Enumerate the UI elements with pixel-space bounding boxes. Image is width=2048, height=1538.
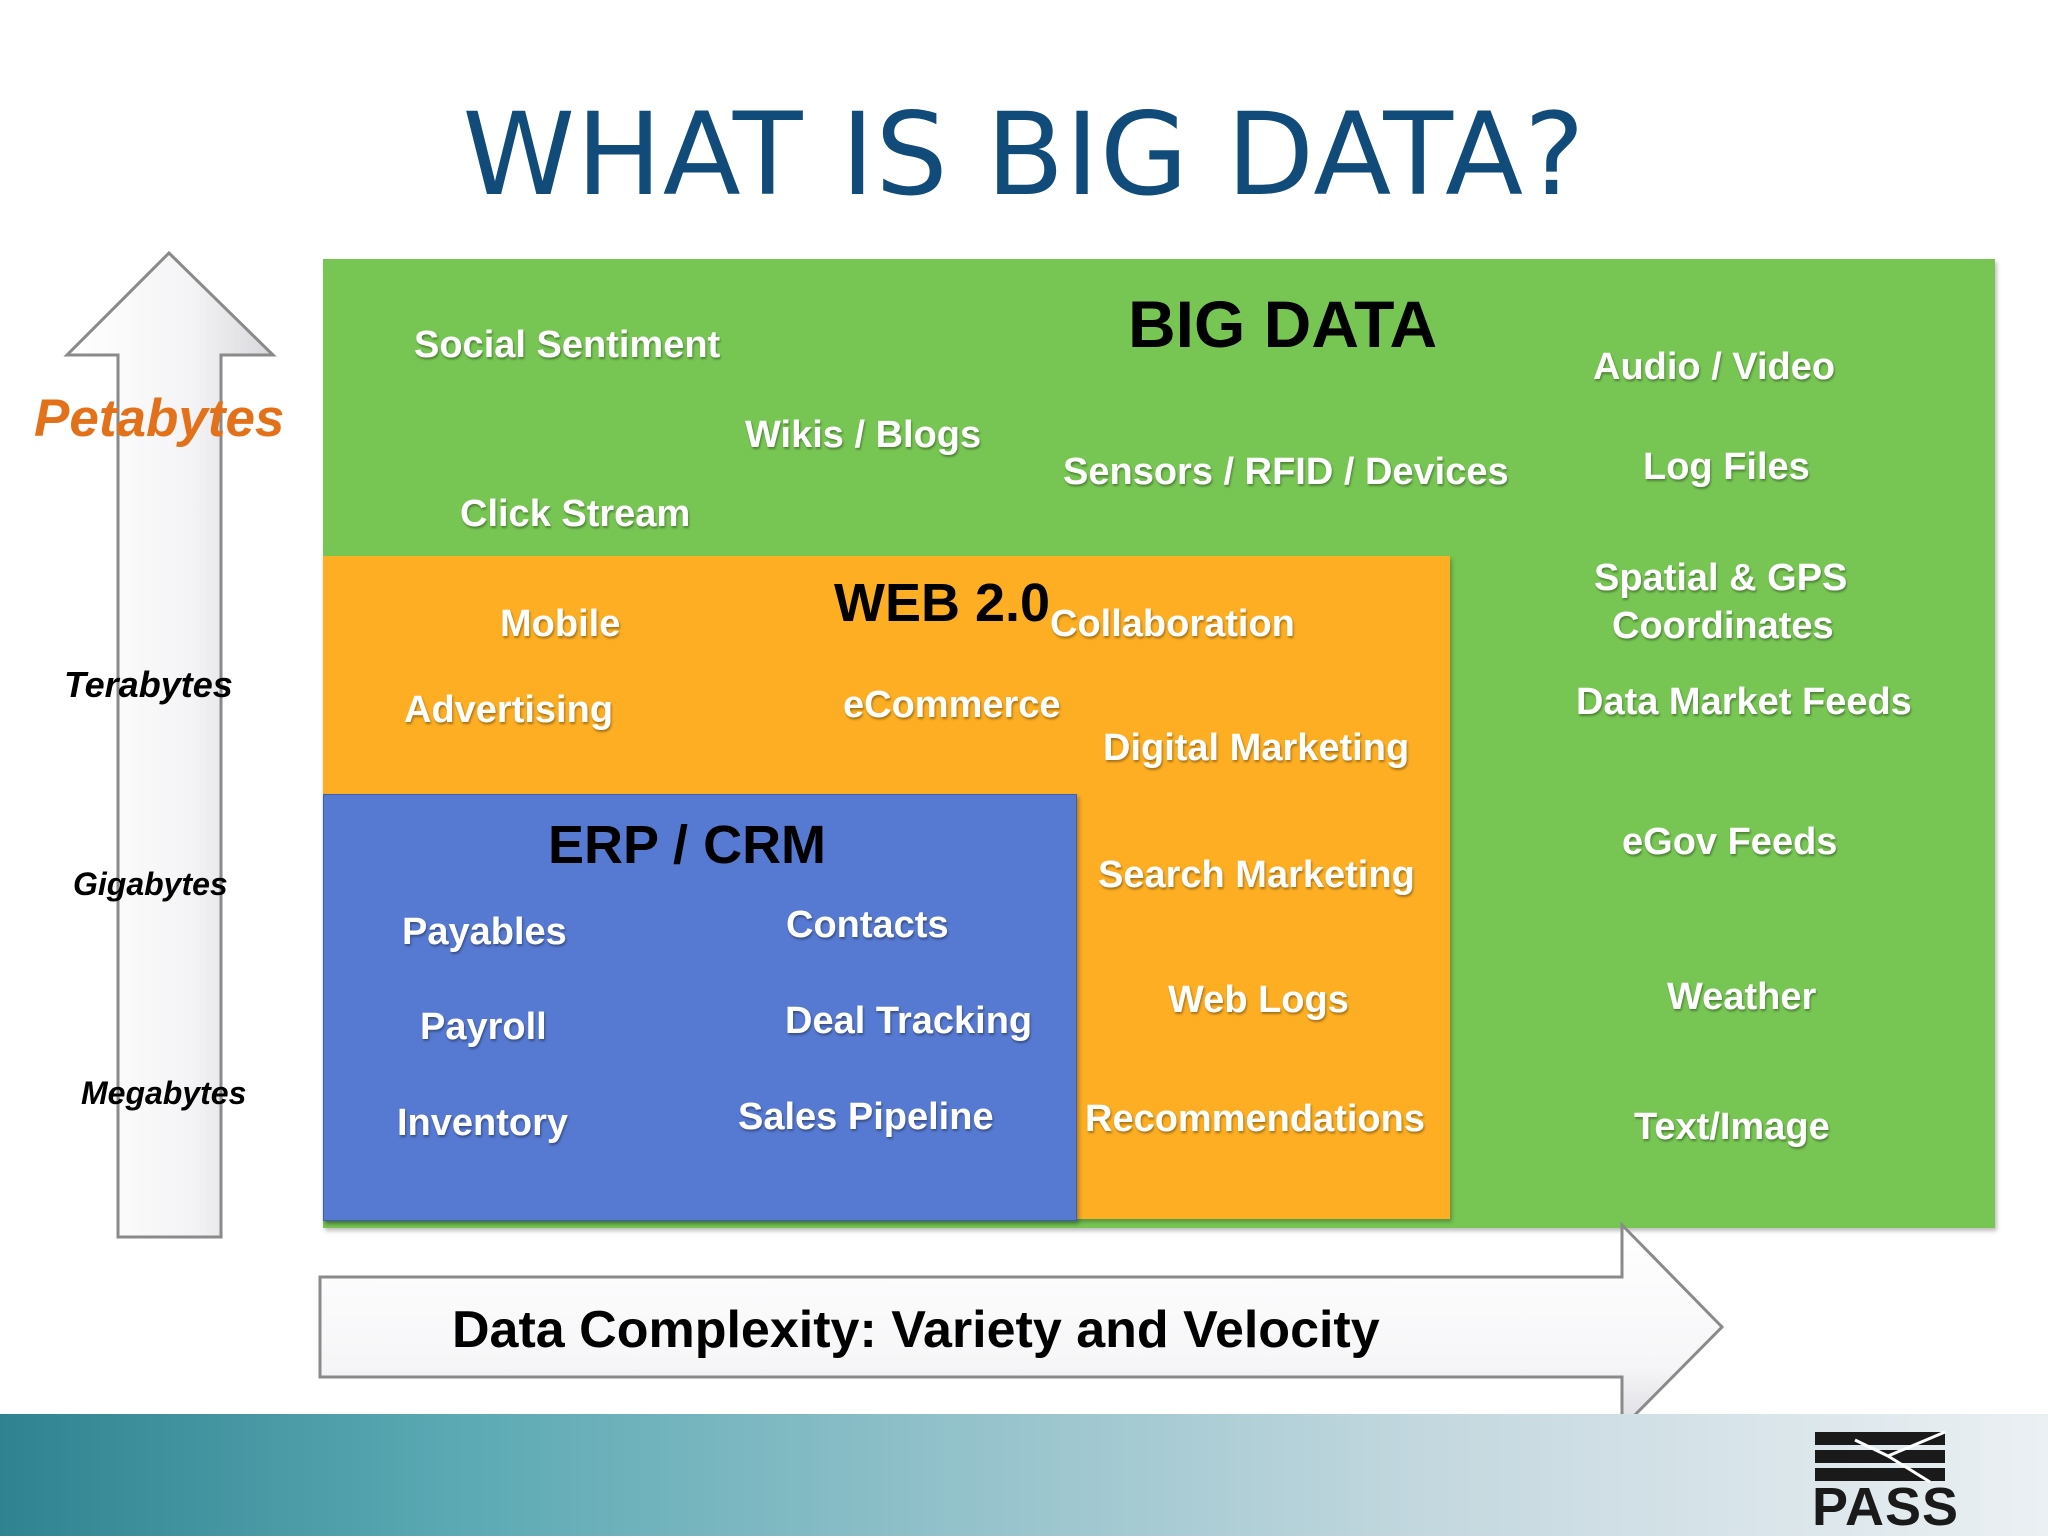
big-data-item-text-image: Text/Image	[1634, 1106, 1830, 1148]
big-data-item-log-files: Log Files	[1643, 446, 1810, 488]
web20-item-search-marketing: Search Marketing	[1098, 854, 1415, 896]
erp-item-sales-pipeline: Sales Pipeline	[738, 1096, 994, 1138]
erp-crm-heading: ERP / CRM	[548, 815, 827, 875]
erp-item-deal-tracking: Deal Tracking	[785, 1000, 1033, 1042]
big-data-item-wikis-blogs: Wikis / Blogs	[745, 414, 982, 456]
big-data-item-spatial-gps: Spatial & GPS	[1594, 557, 1848, 599]
web20-item-digital-marketing: Digital Marketing	[1103, 727, 1410, 769]
web20-item-web-logs: Web Logs	[1168, 979, 1349, 1021]
erp-item-payroll: Payroll	[420, 1006, 547, 1048]
scale-gigabytes: Gigabytes	[73, 866, 228, 902]
scale-megabytes: Megabytes	[81, 1075, 247, 1111]
big-data-item-sensors: Sensors / RFID / Devices	[1063, 451, 1509, 493]
web20-item-advertising: Advertising	[404, 689, 614, 731]
complexity-axis-label: Data Complexity: Variety and Velocity	[452, 1301, 1380, 1359]
big-data-item-audio-video: Audio / Video	[1593, 346, 1836, 388]
web20-item-collaboration: Collaboration	[1050, 603, 1295, 645]
erp-item-payables: Payables	[402, 911, 567, 953]
big-data-item-click-stream: Click Stream	[460, 493, 691, 535]
volume-arrow	[63, 250, 277, 1239]
web20-item-mobile: Mobile	[500, 603, 621, 645]
big-data-item-egov-feeds: eGov Feeds	[1622, 821, 1838, 863]
web20-item-recommendations: Recommendations	[1085, 1098, 1425, 1140]
web20-heading: WEB 2.0	[834, 573, 1051, 633]
scale-terabytes: Terabytes	[64, 664, 233, 705]
complexity-arrow	[318, 1221, 1725, 1432]
web20-item-ecommerce: eCommerce	[843, 684, 1061, 726]
big-data-item-weather: Weather	[1667, 976, 1817, 1018]
erp-item-inventory: Inventory	[397, 1102, 569, 1144]
big-data-heading: BIG DATA	[1128, 287, 1438, 361]
big-data-item-coordinates: Coordinates	[1612, 605, 1834, 647]
erp-item-contacts: Contacts	[786, 904, 949, 946]
erp-crm-box	[323, 794, 1077, 1221]
big-data-item-social-sentiment: Social Sentiment	[414, 324, 721, 366]
footer-band	[0, 1414, 2048, 1536]
slide-title: WHAT IS BIG DATA?	[462, 88, 1586, 221]
pass-logo-text: PASS	[1812, 1477, 1960, 1537]
big-data-item-data-market-feeds: Data Market Feeds	[1576, 681, 1912, 723]
scale-petabytes: Petabytes	[34, 389, 285, 448]
